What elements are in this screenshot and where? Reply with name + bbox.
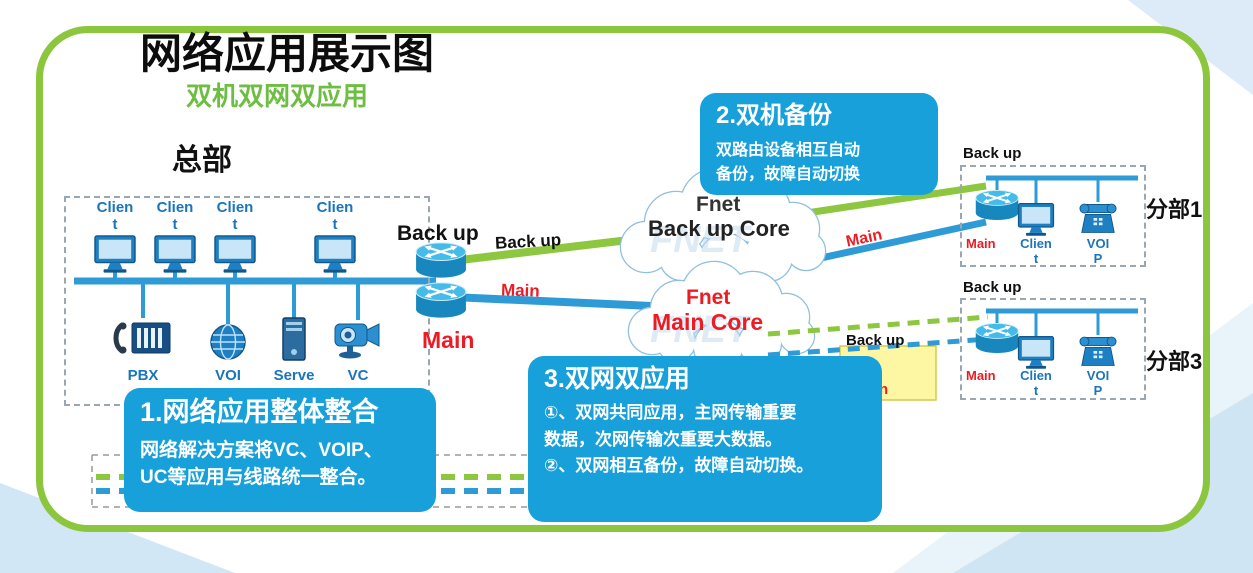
branch1-main-link-line	[811, 218, 987, 264]
branch3-backup-line-label: Back up	[846, 332, 905, 349]
callout-dual-network-apps: 3.双网双应用 ①、双网共同应用，主网传输重要 数据，次网传输次重要大数据。 ②…	[528, 356, 882, 522]
branch1-boundary-box	[960, 165, 1146, 267]
branch3-client-computer-icon	[1016, 335, 1056, 370]
main-cloud-name-line2: Main Core	[652, 309, 764, 335]
branch3-lan-bus	[986, 308, 1138, 337]
branch1-client-label: Clien t	[1020, 236, 1052, 266]
callout1-title: 1.网络应用整体整合	[140, 397, 379, 427]
branch1-client-computer-icon	[1016, 202, 1056, 237]
voip-label: VOI	[215, 367, 241, 384]
hq-main-router-label: Main	[422, 327, 475, 353]
pbx-label: PBX	[127, 367, 159, 384]
branch3-voip-phone-icon	[1078, 333, 1118, 369]
server-label: Serve	[273, 367, 315, 384]
branch1-backup-label: Back up	[963, 145, 1022, 162]
hq-title: 总部	[172, 144, 232, 177]
main-cloud-name-line1: Fnet	[686, 286, 731, 309]
callout-dual-router-backup: 2.双机备份 双路由设备相互自动 备份，故障自动切换	[700, 93, 938, 195]
backup-core-cloud: FNET	[619, 167, 827, 290]
callout1-body: 网络解决方案将VC、VOIP、 UC等应用与线路统一整合。	[140, 439, 383, 488]
callout3-body: ①、双网共同应用，主网传输重要 数据，次网传输次重要大数据。 ②、双网相互备份，…	[544, 403, 814, 475]
server-icon	[281, 316, 307, 362]
hq-client-label: Clien t	[316, 199, 354, 233]
vc-label: VC	[347, 367, 369, 384]
video-camera-icon	[333, 318, 383, 360]
branch3-main-label: Main	[966, 368, 996, 383]
client-computer-icon	[92, 234, 138, 274]
backup-cloud-name-line1: Fnet	[696, 193, 741, 216]
callout2-title: 2.双机备份	[716, 102, 833, 129]
branch1-voip-label: VOI P	[1086, 236, 1110, 266]
backup-cloud-watermark: FNET	[650, 219, 752, 261]
main-router-icon	[414, 280, 468, 320]
hq-backup-router-label: Back up	[397, 222, 479, 245]
page-title: 网络应用展示图	[140, 30, 435, 77]
main-core-cloud: FNET	[627, 260, 816, 373]
client-computer-icon	[312, 234, 358, 274]
callout3-title: 3.双网双应用	[544, 365, 690, 393]
branch1-main-label: Main	[966, 236, 996, 251]
branch3-main-link-line	[767, 336, 989, 358]
hq-client-label: Clien t	[156, 199, 194, 233]
branch1-lan-bus	[986, 175, 1138, 204]
client-computer-icon	[152, 234, 198, 274]
branch3-backup-link-line	[767, 314, 989, 337]
hq-lan-bus	[74, 271, 436, 324]
hq-client-label: Clien t	[216, 199, 254, 233]
hq-main-link-line	[451, 293, 675, 311]
branch1-backup-link-line	[799, 182, 987, 218]
hq-client-label: Clien t	[96, 199, 134, 233]
page-subtitle: 双机双网双应用	[186, 81, 369, 111]
pbx-icon	[112, 318, 174, 358]
branch3-boundary-box	[960, 298, 1146, 400]
branch3-backup-label: Back up	[963, 279, 1022, 296]
callout2-body: 双路由设备相互自动 备份，故障自动切换	[716, 142, 861, 183]
main-cloud-watermark: FNET	[650, 309, 752, 351]
hq-backup-line-label: Back up	[494, 230, 562, 253]
branch3-client-label: Clien t	[1020, 368, 1052, 398]
voip-globe-icon	[208, 322, 248, 362]
backup-router-icon	[414, 240, 468, 280]
client-computer-icon	[212, 234, 258, 274]
backup-cloud-name-line2: Back up Core	[648, 216, 790, 241]
branch3-voip-label: VOI P	[1086, 368, 1110, 398]
callout-network-integration: 1.网络应用整体整合 网络解决方案将VC、VOIP、 UC等应用与线路统一整合。	[124, 388, 436, 512]
hq-main-line-label: Main	[500, 280, 541, 301]
branch1-title: 分部1	[1146, 197, 1203, 222]
branch1-router-icon	[974, 188, 1020, 222]
branch1-voip-phone-icon	[1078, 200, 1118, 236]
branch3-router-icon	[974, 321, 1020, 355]
branch3-title: 分部3	[1146, 349, 1203, 374]
